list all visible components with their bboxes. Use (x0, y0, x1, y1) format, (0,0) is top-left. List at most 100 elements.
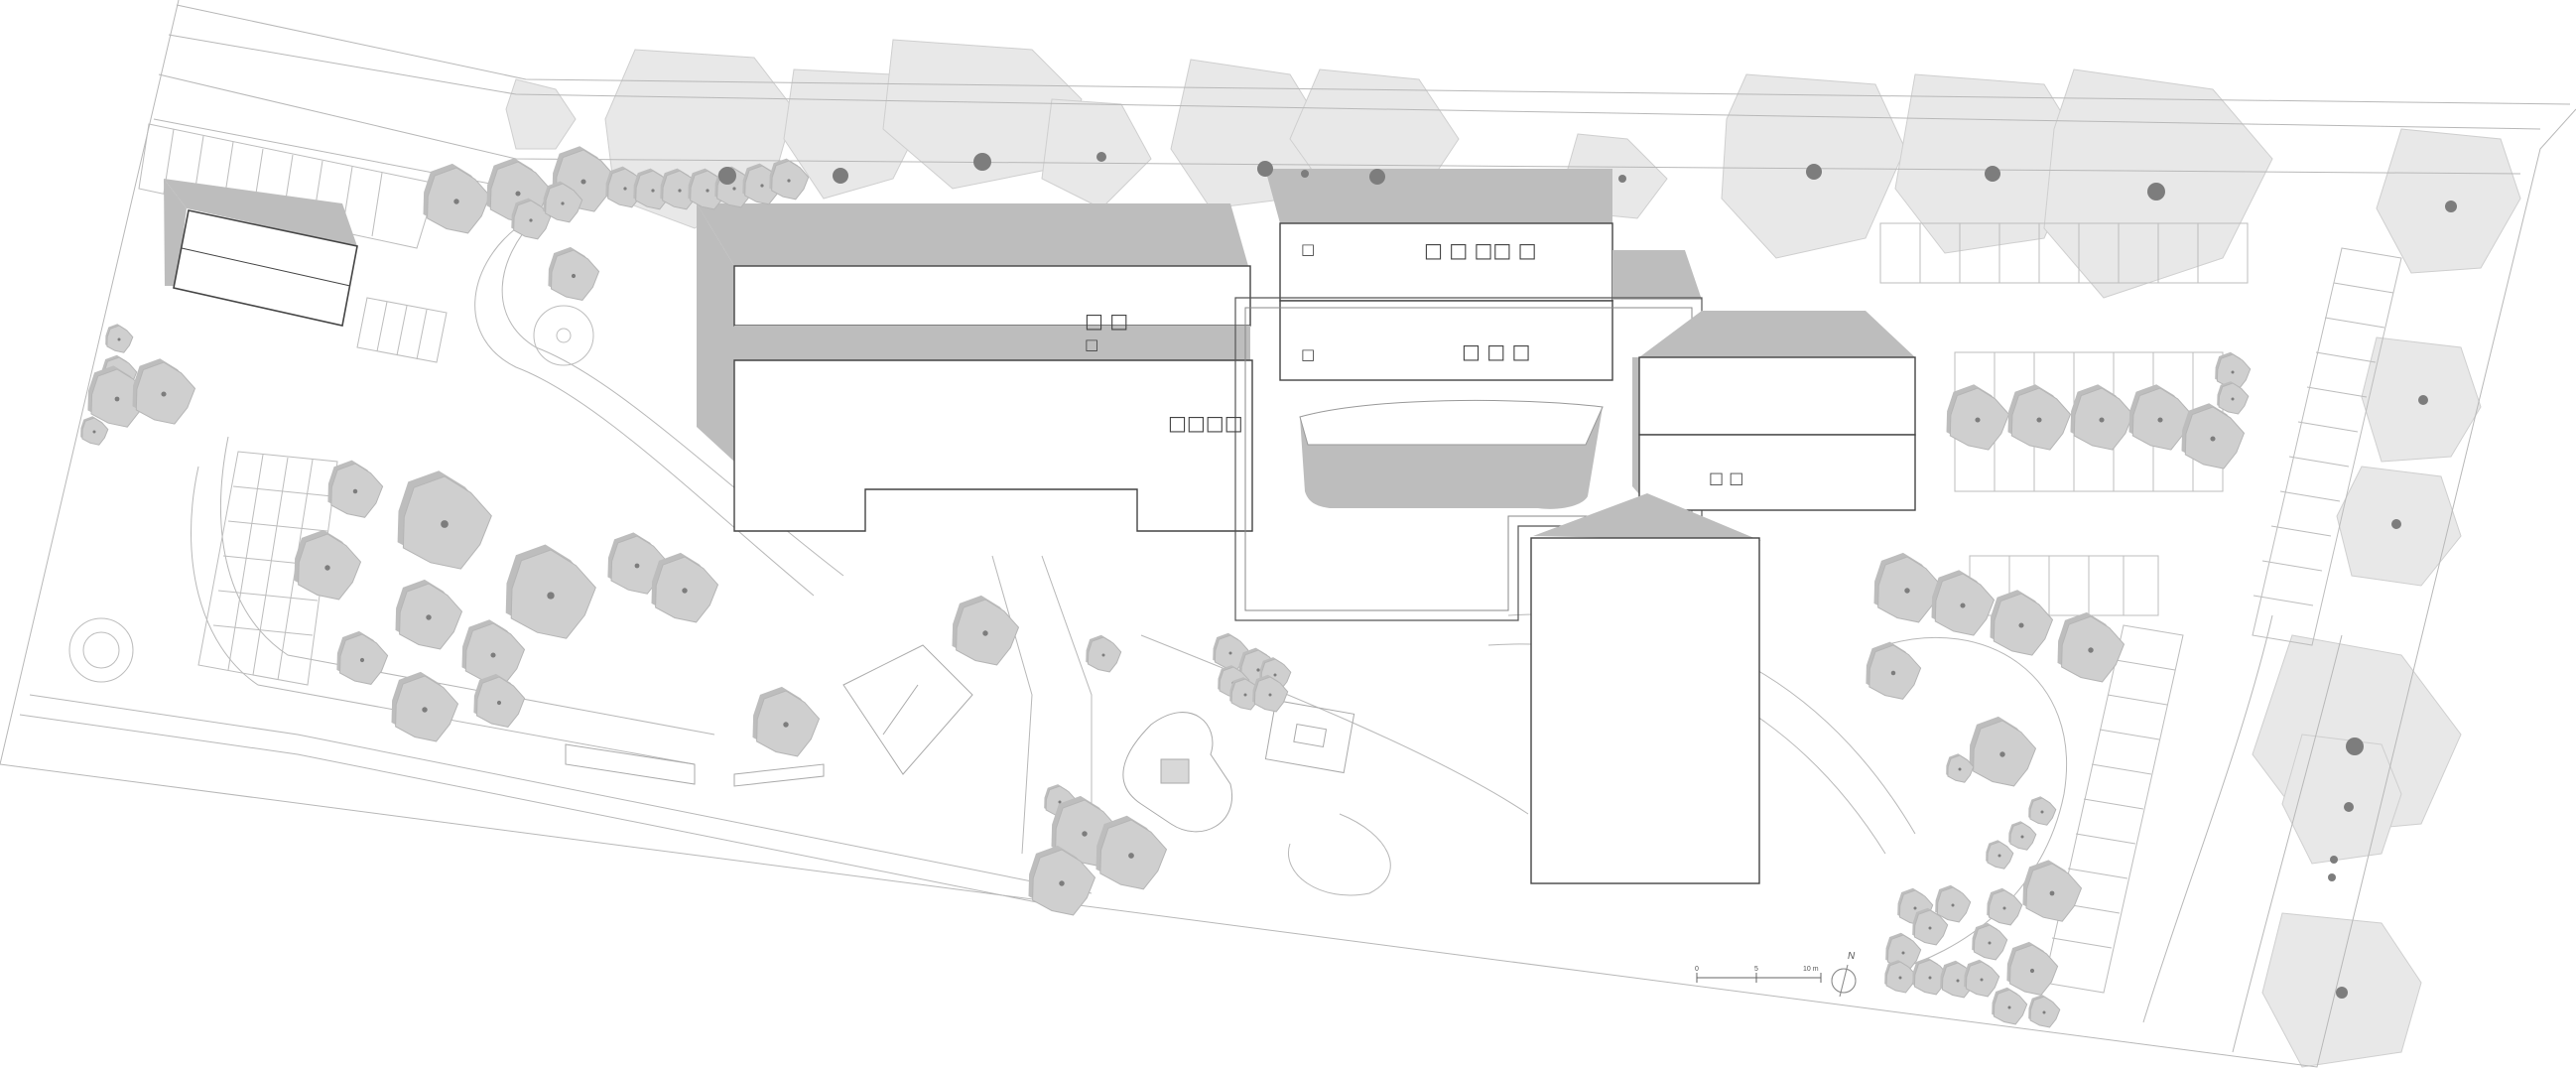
tree-trunk (1059, 880, 1065, 886)
tree-trunk (2330, 856, 2338, 864)
label-building-b-left-bottom: □ (1301, 345, 1315, 363)
tree-trunk (2391, 519, 2401, 529)
tree-trunk (2231, 370, 2235, 374)
buildings (697, 169, 1916, 884)
tree-trunk (1806, 164, 1822, 180)
tree-trunk (453, 199, 459, 204)
tree-trunk (1913, 906, 1917, 910)
tree-trunk (1928, 976, 1932, 980)
tree-trunk (2099, 417, 2105, 423)
tree-trunk (324, 565, 330, 571)
tree-trunk (571, 273, 577, 279)
tree-trunk (561, 201, 565, 205)
tree-trunk (2002, 906, 2006, 910)
label-building-b-top: □ □ □□ □ (1424, 238, 1537, 262)
tree-trunk (2328, 873, 2336, 881)
tree-trunk (1956, 979, 1960, 983)
tree-trunk (1890, 670, 1896, 676)
tree-trunk (2036, 417, 2042, 423)
tree-trunk (973, 153, 991, 171)
tree-trunk (678, 189, 682, 193)
tree-trunk (2336, 987, 2348, 999)
tree-trunk (1980, 978, 1984, 982)
tree-trunk (2020, 835, 2024, 839)
tree-group (80, 146, 2457, 1028)
tree-trunk (352, 488, 358, 494)
label-building-b-left-top: □ (1301, 240, 1315, 258)
building-c (1632, 311, 1916, 511)
tree-trunk (1228, 651, 1232, 655)
tree-trunk (1960, 603, 1966, 608)
label-building-b-bottom: □ □ □ (1462, 339, 1530, 363)
tree-trunk (1904, 588, 1910, 594)
tree-trunk (117, 337, 121, 341)
north-arrow: N (1831, 951, 1857, 998)
tree-trunk (706, 189, 709, 193)
parking-lots (138, 123, 2402, 994)
tree-trunk (1901, 951, 1905, 955)
courtyard (1234, 297, 1703, 621)
tree-trunk (651, 189, 655, 193)
tree-trunk (422, 707, 428, 713)
tree-trunk (1082, 831, 1088, 837)
building-a (697, 203, 1253, 532)
scale-bar: 0 5 10 m (1695, 966, 1822, 983)
tree-trunk (1128, 853, 1134, 859)
building-small (164, 179, 358, 327)
tree-trunk (2088, 647, 2094, 653)
tree-trunk (496, 700, 502, 706)
tree-trunk (92, 430, 96, 434)
scale-label-zero: 0 (1695, 966, 1699, 973)
building-d (1530, 493, 1761, 884)
scale-label-mid: 5 (1754, 966, 1758, 973)
tree-trunk (1256, 668, 1260, 672)
tree-trunk (2346, 737, 2364, 755)
tree-trunk (1273, 673, 1277, 677)
tree-trunk (2007, 1005, 2011, 1009)
tree-trunk (732, 187, 736, 191)
tree-trunk (2210, 436, 2216, 442)
tree-trunk (1975, 417, 1981, 423)
tree-trunk (787, 179, 791, 183)
tree-trunk (441, 520, 449, 528)
tree-trunk (1243, 693, 1247, 697)
tree-trunk (1618, 175, 1626, 183)
tree-trunk (1999, 751, 2005, 757)
label-building-c: □ □ (1709, 469, 1743, 487)
tree-trunk (359, 657, 365, 663)
label-building-a-main: □□□□ (1168, 411, 1243, 435)
tree-trunk (529, 218, 533, 222)
tree-trunk (1096, 152, 1106, 162)
tree-trunk (515, 191, 521, 197)
tree-trunk (1951, 903, 1955, 907)
tree-trunk (114, 396, 120, 402)
tree-trunk (623, 187, 627, 191)
tree-trunk (161, 391, 167, 397)
tree-trunk (1988, 941, 1992, 945)
tree-trunk (426, 614, 432, 620)
tree-trunk (2231, 397, 2235, 401)
building-labels: □ □ □ □□□□ □ □ □ □□ □ □ □ □ □ □ □ (1085, 238, 1743, 487)
tree-trunk (2049, 890, 2055, 896)
tree-trunk (1997, 854, 2001, 858)
tree-trunk (718, 167, 736, 185)
tree-trunk (580, 179, 586, 185)
tree-trunk (1268, 693, 1272, 697)
tree-trunk (2040, 810, 2044, 814)
tree-trunk (1985, 166, 2000, 182)
tree-trunk (2445, 201, 2457, 212)
tree-trunk (1369, 169, 1385, 185)
label-building-a-top: □ □ (1085, 309, 1128, 333)
tree-trunk (1101, 653, 1105, 657)
playground (565, 644, 1355, 833)
tree-trunk (2344, 802, 2354, 812)
tree-trunk (2147, 183, 2165, 201)
tree-trunk (2418, 395, 2428, 405)
tree-trunk (634, 563, 640, 569)
tree-trunk (547, 592, 555, 600)
tree-trunk (1257, 161, 1273, 177)
tree-trunk (760, 184, 764, 188)
tree-trunk (1958, 767, 1962, 771)
tree-trunk (1058, 800, 1062, 804)
